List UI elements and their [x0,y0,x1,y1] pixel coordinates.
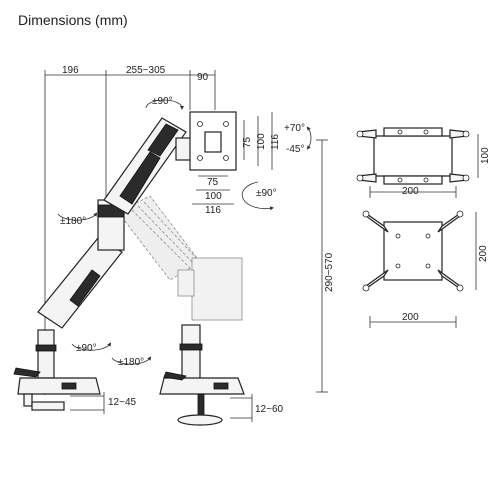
rotation-annotations: ±90° +70° -45° ±90° ±180° ±90° ±180° [57,96,312,368]
vesa-adapter-200x200: 200 200 [362,210,489,328]
adapter-bottom-height-label: 200 [478,245,489,262]
diagram-title: Dimensions (mm) [18,12,128,28]
monitor-arm-grommet [159,324,245,426]
base-swivel-label: ±90° [76,343,97,354]
clamp-thickness-dimension: 12~45 [70,392,137,414]
swivel-head-right-label: ±90° [256,188,277,199]
height-range-label: 290~570 [324,252,335,292]
vesa-h75-label: 75 [207,177,219,188]
monitor-arm-clamp [13,117,193,411]
vesa-h100-label: 100 [205,191,222,202]
base-rotation-label: ±180° [118,357,144,368]
ghost-arm [117,195,243,321]
grommet-thickness-label: 12~60 [255,404,284,415]
grommet-thickness-dimension: 12~60 [230,394,284,422]
reach-dimensions: 196 255~305 90 [44,65,216,395]
vesa-v116-label: 116 [270,134,281,150]
vesa-adapter-200x100: 200 100 [356,127,491,198]
tilt-down-label: -45° [286,144,304,155]
height-dimension: 290~570 [316,139,335,393]
vesa-v75-label: 75 [242,136,253,148]
adapter-top-width-label: 200 [402,186,419,197]
clamp-thickness-label: 12~45 [108,397,137,408]
reach-mid-label: 255~305 [126,65,166,76]
swivel-head-top-label: ±90° [152,96,173,107]
adapter-top-height-label: 100 [480,147,491,164]
reach-base-label: 196 [62,65,79,76]
adapter-bottom-width-label: 200 [402,312,419,323]
elbow-rotation-label: ±180° [60,216,86,227]
vesa-plate [189,111,237,171]
vesa-v100-label: 100 [256,133,267,150]
tilt-up-label: +70° [284,123,305,134]
vesa-h116-label: 116 [205,205,221,216]
reach-head-label: 90 [197,72,209,83]
vesa-dimensions: 75 100 116 75 100 116 [192,112,281,216]
